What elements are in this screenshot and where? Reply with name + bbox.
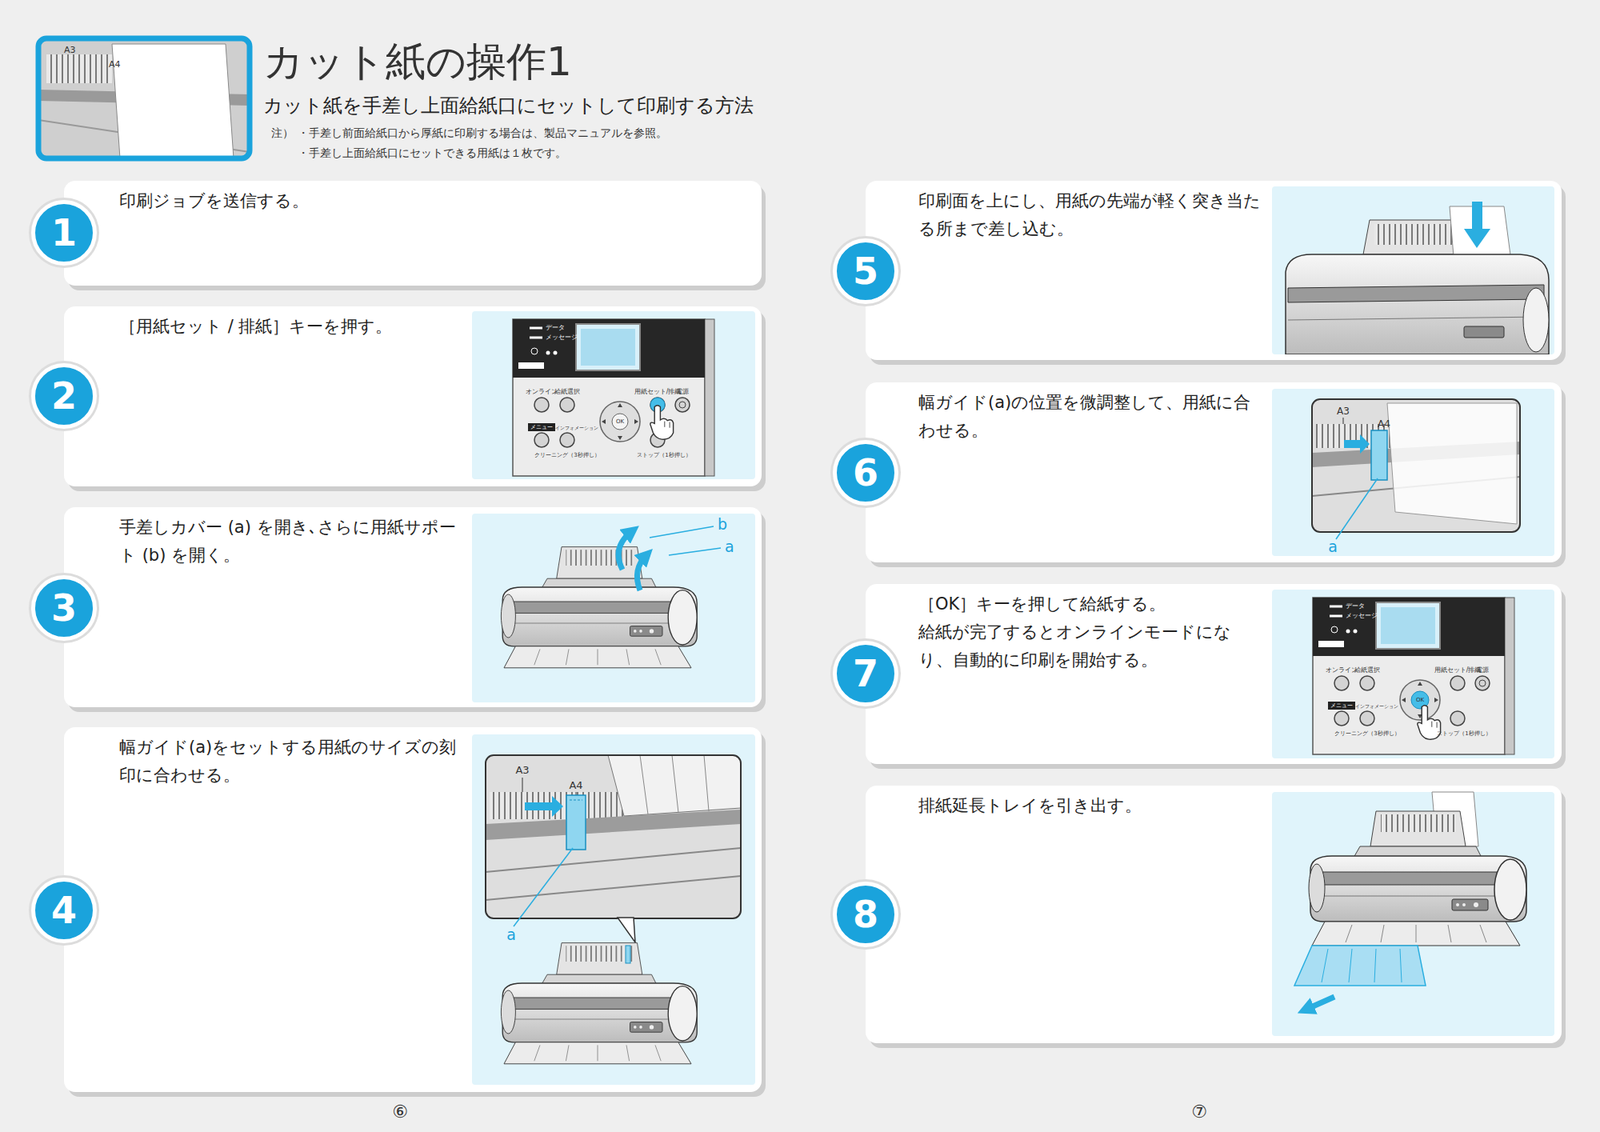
subtitle: カット紙を手差し上面給紙口にセットして印刷する方法 <box>263 96 754 116</box>
instruction-text: 幅ガイド(a)の位置を微調整して、用紙に合わせる。 <box>918 388 1264 445</box>
scale-mark: A3 <box>1336 406 1350 416</box>
scale-mark: A3 <box>515 764 529 776</box>
note-text: ・手差し上面給紙口にセットできる用紙は１枚です。 <box>297 147 567 159</box>
page-number: ⑥ <box>392 1103 408 1121</box>
button-label: OK <box>616 419 624 425</box>
step-number: 7 <box>832 640 899 707</box>
step-card: 印刷面を上にし、用紙の先端が軽く突き当たる所まで差し込む。5 <box>865 180 1562 360</box>
step-number-text: 8 <box>852 896 879 933</box>
step-number: 8 <box>832 881 899 948</box>
step-number-text: 5 <box>852 252 879 290</box>
instruction-text: ［用紙セット / 排紙］キーを押す。 <box>119 312 465 341</box>
instruction-text: 幅ガイド(a)をセットする用紙のサイズの刻印に合わせる。 <box>119 733 465 790</box>
button-label: 電源 <box>676 388 689 396</box>
scale-mark: A4 <box>1377 419 1391 429</box>
step-number-text: 4 <box>51 892 77 929</box>
header-thumbnail <box>46 54 112 84</box>
note-marker: 注） <box>271 127 294 139</box>
button-label: メニュー <box>530 424 553 431</box>
button-label: 給紙選択 <box>1354 667 1380 674</box>
header-thumbnail <box>38 120 250 152</box>
header-thumbnail <box>112 44 234 159</box>
scale-mark: A3 <box>64 45 76 55</box>
instruction-text: ［OK］キーを押して給紙する。 <box>918 590 1264 619</box>
button-label: クリーニング（3秒押し） <box>534 452 600 459</box>
step-number: 4 <box>31 877 97 944</box>
callout-letter: a <box>1328 539 1338 555</box>
button-label: メニュー <box>1330 703 1353 709</box>
button-label: インフォメーション <box>555 425 599 431</box>
button-label: ストップ（1秒押し） <box>1436 731 1491 737</box>
button-label: オンライン <box>1325 667 1358 674</box>
panel-label: データ <box>545 324 565 332</box>
step-number: 1 <box>31 200 97 266</box>
panel-label: データ <box>1345 603 1365 610</box>
instruction-text: 給紙が完了するとオンラインモードになり、自動的に印刷を開始する。 <box>918 618 1264 675</box>
step-card: 印刷ジョブを送信する。1 <box>64 180 762 286</box>
header-thumbnail <box>38 38 250 159</box>
callout-letter: a <box>506 927 516 943</box>
header-thumbnail <box>38 38 250 159</box>
page-title: カット紙の操作1 <box>263 41 572 82</box>
scale-mark: A4 <box>108 60 121 69</box>
step-number-text: 2 <box>51 377 77 415</box>
step-card: 手差しカバー (a) を開き､さらに用紙サポート (b) を開く。3 <box>64 507 762 708</box>
instruction-text: 手差しカバー (a) を開き､さらに用紙サポート (b) を開く。 <box>119 513 465 570</box>
step-number: 5 <box>832 238 899 304</box>
button-label: 用紙セット/排紙 <box>1434 667 1482 674</box>
step-number: 6 <box>832 440 899 506</box>
step-card: 排紙延長トレイを引き出す。8 <box>865 785 1562 1044</box>
note-text: ・手差し前面給紙口から厚紙に印刷する場合は、製品マニュアルを参照。 <box>297 127 668 139</box>
callout-letter: a <box>724 539 735 555</box>
step-number: 3 <box>31 575 97 641</box>
step-number: 2 <box>31 363 97 429</box>
step-number-text: 6 <box>852 454 879 492</box>
step-card: ［OK］キーを押して給紙する。給紙が完了するとオンラインモードになり、自動的に印… <box>865 584 1562 764</box>
callout-letter: b <box>717 516 728 532</box>
page-number: ⑦ <box>1191 1103 1208 1121</box>
step-number-text: 1 <box>51 214 77 252</box>
button-label: クリーニング（3秒押し） <box>1334 731 1400 737</box>
panel-label: メッセージ <box>1345 612 1378 620</box>
panel-label: メッセージ <box>545 334 578 341</box>
step-card: ［用紙セット / 排紙］キーを押す。2 <box>64 306 762 487</box>
header-thumbnail <box>38 38 250 159</box>
button-label: ストップ（1秒押し） <box>636 452 691 459</box>
instruction-text: 印刷面を上にし、用紙の先端が軽く突き当たる所まで差し込む。 <box>918 187 1264 244</box>
button-label: 電源 <box>1476 667 1489 674</box>
button-label: OK <box>1416 697 1424 704</box>
instruction-text: 排紙延長トレイを引き出す。 <box>918 792 1264 820</box>
step-number-text: 3 <box>51 589 77 627</box>
button-label: オンライン <box>525 388 558 396</box>
step-card: 幅ガイド(a)をセットする用紙のサイズの刻印に合わせる。4 <box>64 727 762 1092</box>
button-label: 用紙セット/排紙 <box>634 388 682 396</box>
step-card: 幅ガイド(a)の位置を微調整して、用紙に合わせる。6 <box>865 382 1562 563</box>
button-label: インフォメーション <box>1355 704 1399 709</box>
step-number-text: 7 <box>852 655 879 692</box>
instruction-text: 印刷ジョブを送信する。 <box>119 187 465 216</box>
scale-mark: A4 <box>568 780 583 791</box>
header-thumbnail <box>38 89 250 106</box>
header-thumbnail <box>38 38 250 159</box>
button-label: 給紙選択 <box>554 388 580 396</box>
